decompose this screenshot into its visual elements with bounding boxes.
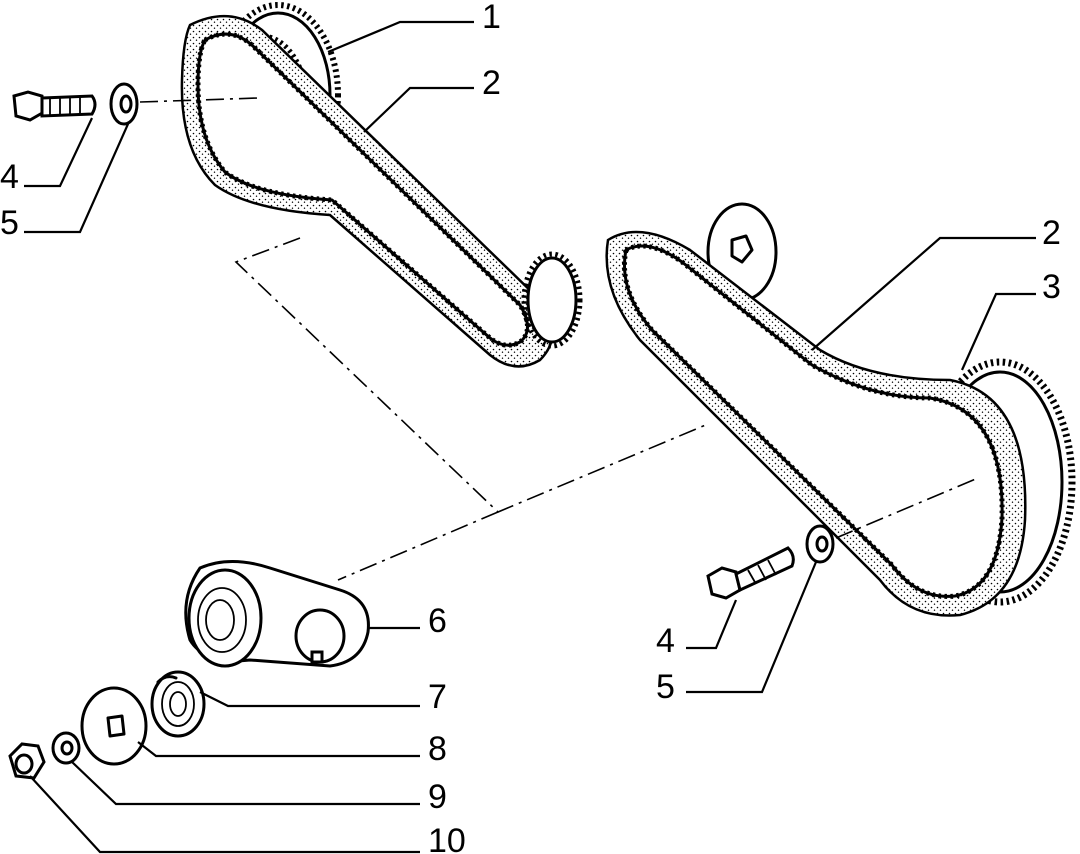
callout-10: 10 bbox=[428, 822, 466, 854]
leader-line-4-left bbox=[24, 117, 93, 188]
small-washer bbox=[51, 731, 81, 765]
callout-9: 9 bbox=[428, 778, 447, 816]
leader-line-4-right bbox=[686, 599, 738, 650]
leader-line-8 bbox=[137, 741, 420, 758]
leader-line-5-left bbox=[24, 123, 130, 234]
callout-5-left: 5 bbox=[0, 204, 19, 242]
axis-line-right-bolt bbox=[835, 477, 979, 539]
callout-3: 3 bbox=[1042, 268, 1061, 306]
tensioner-spring bbox=[150, 670, 206, 738]
leader-line-5-right bbox=[686, 561, 818, 694]
leader-line-1 bbox=[327, 20, 474, 54]
washer-right bbox=[805, 524, 835, 564]
timing-belt-right bbox=[605, 230, 1027, 617]
leader-line-10 bbox=[29, 775, 420, 854]
alignment-guide-lower bbox=[337, 511, 499, 581]
washer-left bbox=[109, 82, 139, 126]
leader-line-7 bbox=[199, 691, 420, 708]
callout-2-left: 2 bbox=[482, 64, 501, 102]
callout-4-left: 4 bbox=[0, 158, 19, 196]
bolt-left bbox=[12, 90, 97, 122]
leader-line-3 bbox=[960, 292, 1036, 371]
callout-2-right: 2 bbox=[1042, 214, 1061, 252]
tensioner-plate bbox=[80, 686, 148, 766]
callout-6: 6 bbox=[428, 602, 447, 640]
hex-nut bbox=[8, 742, 46, 780]
timing-belt-left bbox=[180, 14, 554, 368]
callout-5-right: 5 bbox=[656, 668, 675, 706]
callout-4-right: 4 bbox=[656, 622, 675, 660]
callout-8: 8 bbox=[428, 730, 447, 768]
axis-line-left-bolt bbox=[139, 97, 259, 103]
bolt-right bbox=[706, 546, 795, 600]
leader-line-9 bbox=[71, 761, 420, 806]
callout-1: 1 bbox=[482, 0, 501, 36]
small-sprocket-left bbox=[521, 251, 583, 349]
callout-7: 7 bbox=[428, 678, 447, 716]
belt-tensioner bbox=[184, 560, 370, 668]
alignment-guide-upper bbox=[234, 237, 709, 513]
leader-line-2-right bbox=[811, 236, 1036, 351]
leader-line-2-left bbox=[363, 86, 474, 133]
